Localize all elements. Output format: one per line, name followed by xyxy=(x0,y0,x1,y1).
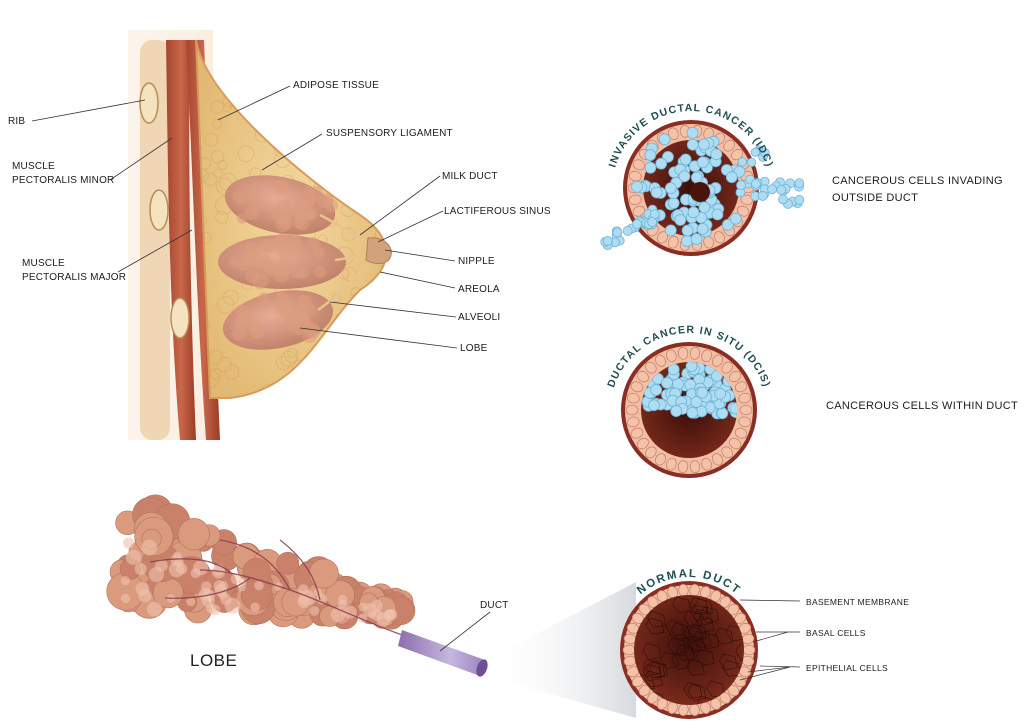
label-basement-membrane: BASEMENT MEMBRANE xyxy=(806,597,910,607)
lobe-detail-label: LOBE xyxy=(190,651,238,670)
magnify-beam xyxy=(486,582,636,718)
label-lobe: LOBE xyxy=(460,343,488,354)
nipple xyxy=(365,237,392,264)
label-suspensory-ligament: SUSPENSORY LIGAMENT xyxy=(326,128,453,139)
idc-diagram: INVASIVE DUCTAL CANCER (IDC) xyxy=(600,102,805,256)
breast-lobes xyxy=(218,175,346,350)
label-rib: RIB xyxy=(8,116,26,127)
dcis-description: CANCEROUS CELLS WITHIN DUCT xyxy=(826,400,1019,412)
normal-duct-diagram: NORMAL DUCT xyxy=(620,568,758,719)
rib-bones xyxy=(139,82,190,339)
dcis-diagram: DUCTAL CANCER IN SITU (DCIS) xyxy=(605,324,772,478)
label-milk-duct: MILK DUCT xyxy=(442,171,498,182)
duct-leader-line xyxy=(439,611,491,652)
duct-lumen xyxy=(634,595,744,705)
label-alveoli: ALVEOLI xyxy=(458,312,501,323)
label-muscle-minor-line2: PECTORALIS MINOR xyxy=(12,175,115,186)
rib-column xyxy=(140,40,170,440)
idc-description-line2: OUTSIDE DUCT xyxy=(832,192,919,204)
label-basal-cells: BASAL CELLS xyxy=(806,628,866,638)
breast-cross-section xyxy=(128,30,392,440)
pectoralis-minor-muscle xyxy=(166,40,196,440)
lobe-detail xyxy=(106,494,636,718)
label-muscle-major-line1: MUSCLE xyxy=(22,258,65,269)
label-areola: AREOLA xyxy=(458,284,500,295)
label-lactiferous-sinus: LACTIFEROUS SINUS xyxy=(444,206,551,217)
breast-leader-lines xyxy=(31,85,458,349)
label-muscle-minor-line1: MUSCLE xyxy=(12,161,55,172)
duct-label: DUCT xyxy=(480,600,509,611)
label-adipose-tissue: ADIPOSE TISSUE xyxy=(293,80,379,91)
label-epithelial-cells: EPITHELIAL CELLS xyxy=(806,663,888,673)
label-muscle-major-line2: PECTORALIS MAJOR xyxy=(22,272,127,283)
normal-leader-lines xyxy=(739,599,801,681)
label-nipple: NIPPLE xyxy=(458,256,495,267)
lobe-ductules xyxy=(149,539,406,637)
idc-description-line1: CANCEROUS CELLS INVADING xyxy=(832,175,1003,187)
duct-tube xyxy=(398,630,488,677)
